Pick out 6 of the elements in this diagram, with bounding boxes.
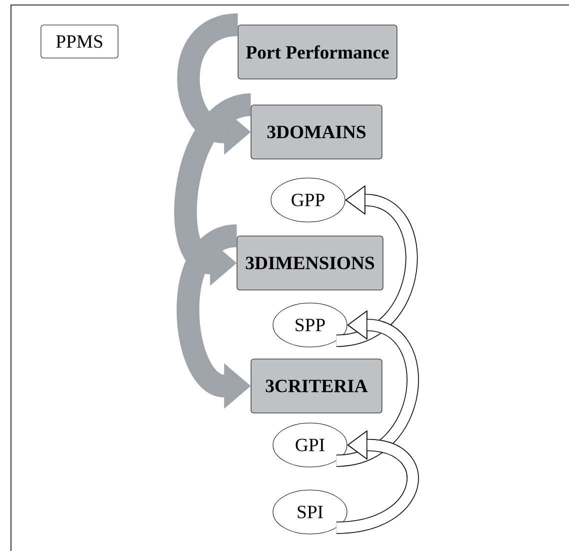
process-box: 3DIMENSIONS (236, 236, 384, 290)
label-box: PPMS (40, 24, 118, 58)
process-box: 3DOMAINS (250, 104, 382, 160)
process-box: 3CRITERIA (250, 358, 382, 414)
process-box: Port Performance (238, 24, 398, 80)
ellipse-node: SPI (272, 490, 348, 534)
